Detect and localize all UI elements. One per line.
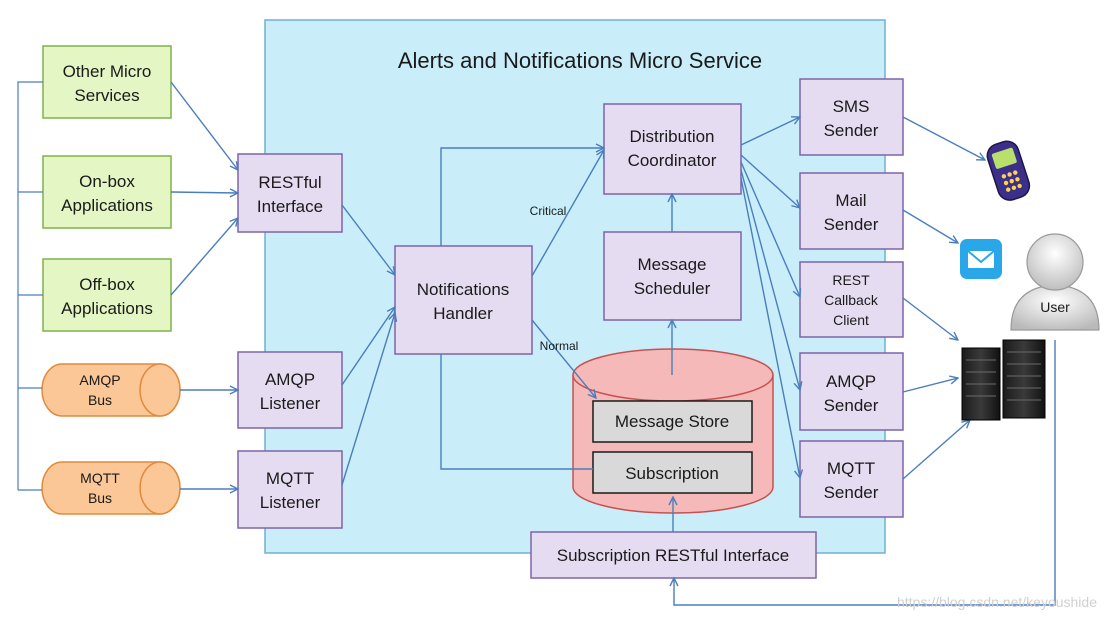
sender-to-endpoint-arrows	[902, 116, 985, 480]
mobile-phone-icon	[986, 140, 1031, 201]
rest-callback-client-line1: REST	[832, 272, 870, 288]
subscription-restful-interface-box: Subscription RESTful Interface	[530, 531, 817, 579]
user-label: User	[1040, 299, 1070, 315]
other-micro-services-box: Other Micro Services	[42, 45, 172, 119]
distribution-coordinator-box: Distribution Coordinator	[603, 103, 742, 195]
amqp-bus: AMQP Bus	[41, 363, 181, 417]
distribution-coordinator-line1: Distribution	[629, 127, 714, 146]
mqtt-listener-line1: MQTT	[266, 469, 314, 488]
notifications-handler-line2: Handler	[433, 304, 493, 323]
subscription-label: Subscription	[625, 464, 719, 483]
offbox-applications-box: Off-box Applications	[42, 258, 172, 332]
mail-sender-line1: Mail	[835, 191, 866, 210]
coordinator-to-sender-arrows	[740, 117, 800, 478]
handler-internal-connectors	[440, 148, 673, 532]
mqtt-sender-line1: MQTT	[827, 459, 875, 478]
mqtt-bus-line2: Bus	[88, 490, 112, 506]
message-scheduler-box: Message Scheduler	[603, 231, 742, 321]
subscription-box: Subscription	[592, 451, 753, 494]
service-title: Alerts and Notifications Micro Service	[398, 48, 762, 73]
normal-label: Normal	[540, 339, 579, 353]
mail-sender-box: Mail Sender	[799, 172, 904, 250]
onbox-applications-line1: On-box	[79, 172, 135, 191]
restful-interface-line1: RESTful	[258, 173, 321, 192]
onbox-applications-line2: Applications	[61, 196, 153, 215]
rest-callback-client-line2: Callback	[824, 292, 879, 308]
notifications-handler-box: Notifications Handler	[394, 245, 533, 355]
subscription-restful-interface-label: Subscription RESTful Interface	[557, 546, 789, 565]
mqtt-bus-line1: MQTT	[80, 470, 120, 486]
left-bus-connectors	[17, 81, 43, 491]
mqtt-listener-line2: Listener	[260, 493, 321, 512]
mqtt-sender-box: MQTT Sender	[799, 440, 904, 518]
mqtt-bus: MQTT Bus	[41, 461, 181, 515]
server-icon	[961, 339, 1046, 421]
offbox-applications-line1: Off-box	[79, 275, 135, 294]
message-store-label: Message Store	[615, 412, 729, 431]
source-arrows	[170, 81, 238, 489]
message-store-box: Message Store	[592, 400, 753, 443]
user-icon: User	[1010, 233, 1100, 331]
message-scheduler-line2: Scheduler	[634, 279, 711, 298]
amqp-listener-line2: Listener	[260, 394, 321, 413]
user-return-path	[674, 340, 1056, 606]
amqp-sender-line1: AMQP	[826, 372, 876, 391]
other-micro-services-line2: Services	[74, 86, 139, 105]
amqp-sender-box: AMQP Sender	[799, 352, 904, 431]
amqp-listener-line1: AMQP	[265, 370, 315, 389]
sms-sender-line2: Sender	[824, 121, 879, 140]
onbox-applications-box: On-box Applications	[42, 155, 172, 229]
amqp-bus-line1: AMQP	[79, 372, 120, 388]
restful-interface-box: RESTful Interface	[237, 153, 343, 233]
watermark-text: https://blog.csdn.net/keyoushide	[897, 594, 1097, 610]
amqp-sender-line2: Sender	[824, 396, 879, 415]
critical-label: Critical	[530, 204, 567, 218]
sms-sender-box: SMS Sender	[799, 78, 904, 156]
restful-interface-line2: Interface	[257, 197, 323, 216]
amqp-listener-box: AMQP Listener	[237, 351, 343, 429]
offbox-applications-line2: Applications	[61, 299, 153, 318]
mail-icon	[960, 239, 1002, 279]
mail-sender-line2: Sender	[824, 215, 879, 234]
interface-to-handler-arrows	[341, 204, 395, 486]
mqtt-sender-line2: Sender	[824, 483, 879, 502]
notifications-handler-line1: Notifications	[417, 280, 510, 299]
mqtt-listener-box: MQTT Listener	[237, 450, 343, 529]
message-scheduler-line1: Message	[638, 255, 707, 274]
other-micro-services-line1: Other Micro	[63, 62, 152, 81]
rest-callback-client-line3: Client	[833, 312, 869, 328]
amqp-bus-line2: Bus	[88, 392, 112, 408]
rest-callback-client-box: REST Callback Client	[799, 261, 904, 338]
sms-sender-line1: SMS	[833, 97, 870, 116]
distribution-coordinator-line2: Coordinator	[628, 151, 717, 170]
